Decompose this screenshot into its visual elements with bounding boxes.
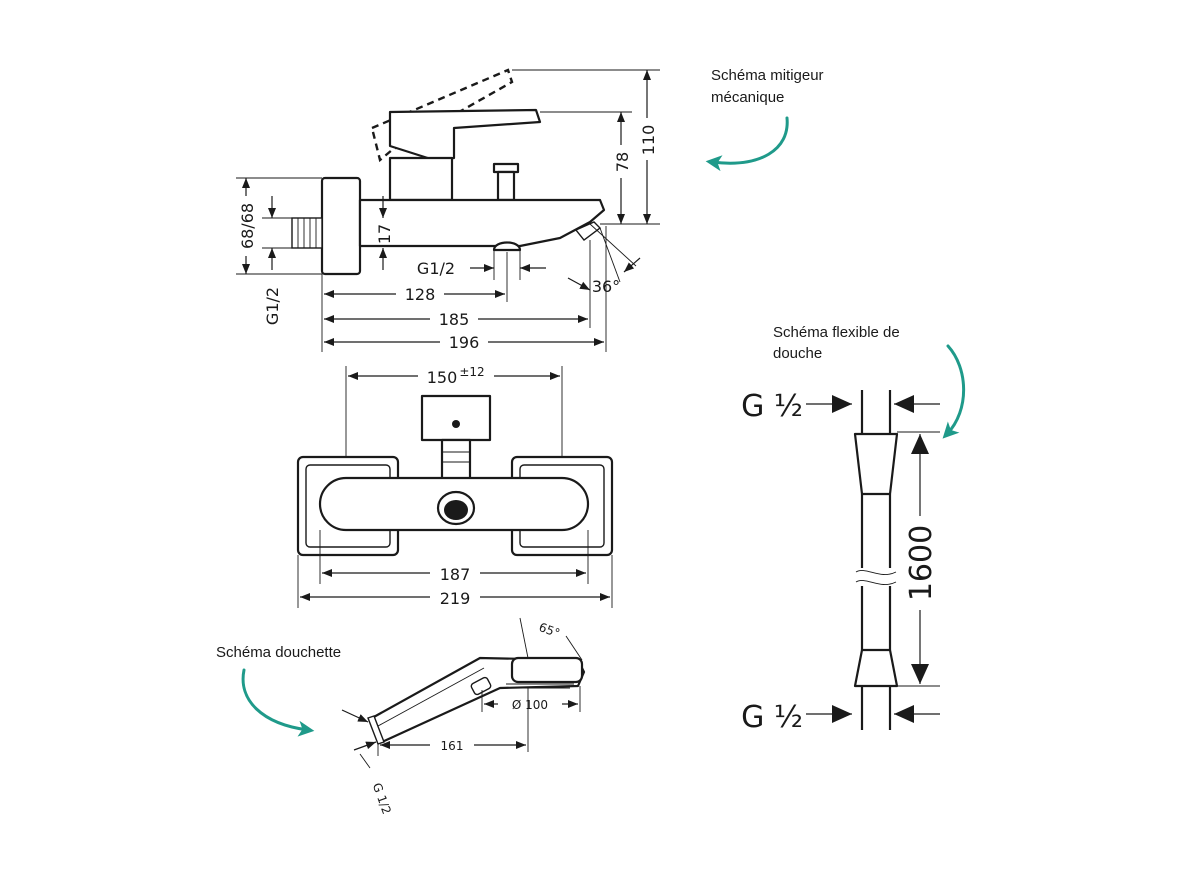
note-mixer: Schéma mitigeur mécanique xyxy=(705,67,824,172)
angle-65: 65° xyxy=(537,620,562,640)
dim-185: 185 xyxy=(439,310,470,329)
note-handshower-arrow xyxy=(241,668,315,737)
dim-161: 161 xyxy=(441,739,464,753)
hose-bottom-fitting xyxy=(853,648,899,688)
side-view: 110 78 68/68 G1/2 17 G1/2 36° xyxy=(236,68,660,352)
dim-78: 78 xyxy=(613,152,632,172)
hose-thread-top: G ½ xyxy=(741,389,803,424)
note-hose-line2: douche xyxy=(773,345,822,362)
lever-handle xyxy=(388,108,542,162)
note-handshower-text: Schéma douchette xyxy=(216,644,341,661)
dim-219: 219 xyxy=(440,589,471,608)
diverter-knob xyxy=(496,170,516,202)
mixer-body xyxy=(388,156,454,202)
handshower-head xyxy=(510,656,584,684)
dim-187: 187 xyxy=(440,565,471,584)
shower-outlet xyxy=(492,241,522,252)
thread-left-g12: G1/2 xyxy=(263,287,282,325)
wall-connector xyxy=(291,217,323,249)
note-mixer-line1: Schéma mitigeur xyxy=(711,67,824,84)
front-view: 150 ±12 187 219 xyxy=(296,365,614,608)
diverter-cap xyxy=(492,162,520,174)
thread-handshower: G 1/2 xyxy=(370,781,394,816)
spout xyxy=(358,198,606,248)
dim-128: 128 xyxy=(405,285,436,304)
dim-diameter-100: Ø 100 xyxy=(512,698,548,712)
front-handle xyxy=(420,394,492,442)
hose-length-1600: 1600 xyxy=(904,525,939,601)
hose-view: G ½ G ½ 1600 xyxy=(741,389,940,735)
note-hose: Schéma flexible de douche xyxy=(773,324,966,439)
dim-150-tolerance: ±12 xyxy=(459,365,484,379)
note-mixer-line2: mécanique xyxy=(711,89,784,106)
hose-top-fitting xyxy=(853,432,899,496)
front-stem xyxy=(440,438,472,482)
note-hose-arrow xyxy=(942,344,966,439)
handshower-view: 65° Ø 100 161 G 1/2 xyxy=(341,617,586,816)
note-mixer-arrow xyxy=(705,116,789,172)
dim-150: 150 xyxy=(427,368,458,387)
note-hose-line1: Schéma flexible de xyxy=(773,324,900,341)
dim-17: 17 xyxy=(375,224,394,244)
wall-plate xyxy=(320,176,362,276)
hose-thread-bottom: G ½ xyxy=(741,700,803,735)
dim-110: 110 xyxy=(639,125,658,156)
thread-outlet-g12: G1/2 xyxy=(417,259,455,278)
note-handshower: Schéma douchette xyxy=(216,644,341,737)
dim-196: 196 xyxy=(449,333,480,352)
dim-68-68: 68/68 xyxy=(238,203,257,249)
